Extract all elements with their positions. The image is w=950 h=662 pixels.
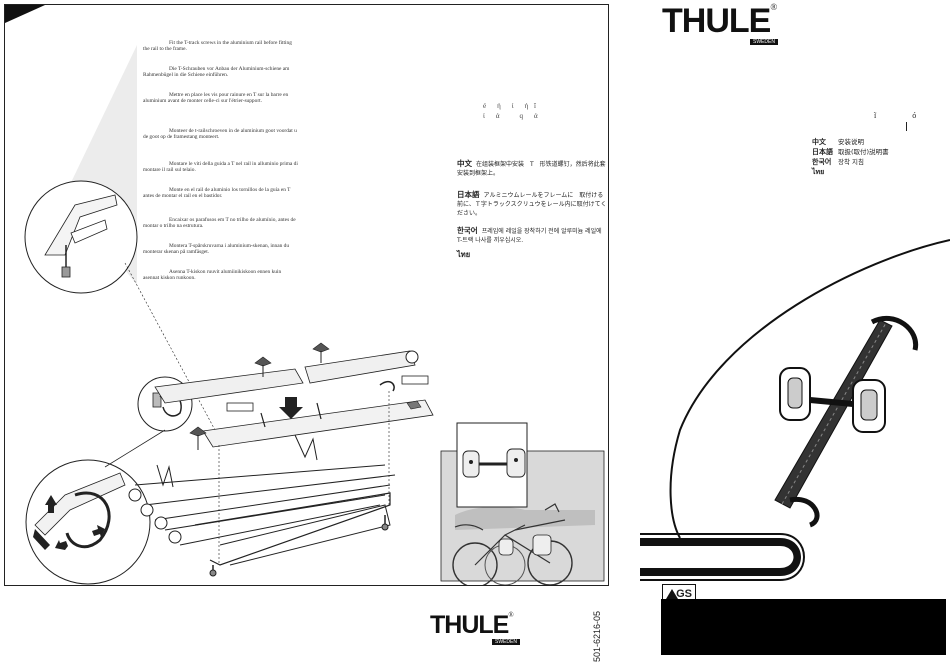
language-item-th: ไทย [812, 168, 825, 176]
down-arrow-icon [279, 397, 303, 419]
faded-text-line-1: é ή ί ή ĩ [483, 102, 539, 110]
brand-name-top: THULE [662, 2, 771, 40]
label-ko: 한국어 [457, 226, 478, 235]
label-th: ไทย [457, 250, 471, 259]
instruction-zh: 中文在组装框架中安装 T 形铁道螺钉，然后将此套安装到框架上。 [457, 159, 607, 178]
registered-mark-bottom: ® [508, 611, 514, 619]
language-item-ja: 日本語取扱(取付)説明書 [812, 148, 889, 156]
label-zh: 中文 [457, 159, 472, 168]
brand-logo-top: THULE® SWEDEN [662, 2, 778, 46]
faded-text-right: ĩ ó [874, 111, 920, 120]
rack-frame [128, 434, 396, 577]
cover-footer-bar [661, 599, 946, 655]
instruction-fi: Asenna T-kiskon ruuvit alumiinikiskoon e… [143, 269, 282, 282]
clamp-inset [456, 422, 528, 508]
text-ko: 프레임에 레일을 장착하기 전에 알루미늄 레일에 T-트랙 나사를 끼우십시오… [457, 228, 602, 244]
instruction-th: ไทย [457, 250, 607, 260]
faded-text-line-2: ί ά q ά [483, 112, 540, 120]
label-ja: 日本語 [457, 190, 480, 199]
rail-lower [189, 380, 434, 565]
instruction-panel: Fit the T-track screws in the aluminium … [4, 4, 609, 586]
instruction-nl: Monteer de t-railschroeven in de alumini… [143, 128, 297, 141]
instruction-pt: Encaixar os parafusos em T no trilho de … [143, 217, 296, 230]
step-illustration [24, 45, 605, 585]
instruction-es: Monte en el rail de aluminio los tornill… [143, 187, 291, 200]
text-zh: 在组装框架中安装 T 形铁道螺钉，然后将此套安装到框架上。 [457, 161, 606, 177]
corner-marker [5, 5, 45, 23]
brand-tagline-bottom: SWEDEN [492, 639, 520, 645]
instruction-it: Montare le viti della guida a T nel rail… [143, 161, 298, 174]
brand-tagline-top: SWEDEN [750, 39, 778, 45]
zoom-circle-top [24, 180, 138, 294]
registered-mark-top: ® [770, 2, 778, 12]
gs-label: GS [676, 588, 692, 600]
brand-logo-bottom: THULE® SWEDEN [430, 611, 520, 645]
instruction-en: Fit the T-track screws in the aluminium … [143, 40, 292, 53]
rail-upper [154, 342, 429, 404]
warning-triangle-icon [666, 589, 678, 599]
part-number: 501-6216-05 [592, 610, 602, 662]
text-ja: アルミニウムレールをフレームに 取付ける前に、Ｔ字トラックスクリュウをレール内に… [457, 192, 607, 217]
zoom-circle-strap [25, 459, 151, 585]
instruction-sv: Montera T-spårskruvarna i aluminium-sken… [143, 243, 290, 256]
instruction-ja: 日本語アルミニウムレールをフレームに 取付ける前に、Ｔ字トラックスクリュウをレー… [457, 190, 607, 218]
language-item-zh: 中文安装说明 [812, 138, 864, 146]
faded-text-right-bar [906, 122, 907, 131]
instruction-de: Die T-Schrauben vor Anbau der Aluminium-… [143, 66, 290, 79]
brand-name-bottom: THULE [430, 611, 509, 639]
cover-illustration [640, 239, 950, 581]
instruction-fr: Mettre en place les vis pour rainure en … [143, 92, 289, 105]
